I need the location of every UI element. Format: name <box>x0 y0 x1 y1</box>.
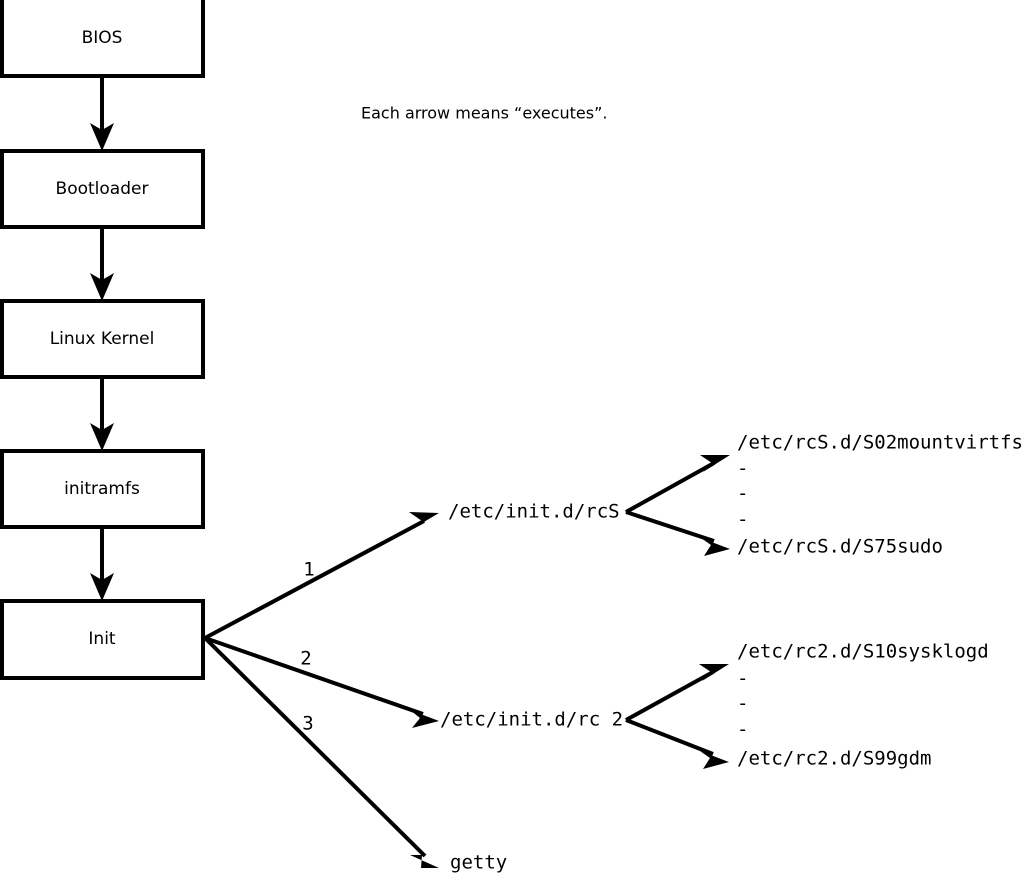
arrow-rc2-to-last-script <box>625 718 729 769</box>
stage-box-bootloader-rect <box>0 149 205 229</box>
branch-number-1: 1 <box>303 559 314 581</box>
rc2-ellipsis-dash-1: - <box>737 668 748 690</box>
stage-box-bios[interactable]: BIOS <box>0 0 205 78</box>
stage-box-bios-rect <box>0 0 205 78</box>
rcs-script-last[interactable]: /etc/rcS.d/S75sudo <box>737 536 943 558</box>
arrow-rcs-to-first-script <box>625 455 730 514</box>
rcs-ellipsis-dash-2: - <box>737 483 748 505</box>
stage-box-init[interactable]: Init <box>0 599 205 680</box>
arrow-init-to-getty <box>203 636 439 868</box>
rcs-ellipsis-dash-1: - <box>737 458 748 480</box>
rc2-ellipsis-dash-3: - <box>737 719 748 741</box>
arrow-init-to-rcs <box>204 512 439 640</box>
stage-box-bios-label: BIOS <box>82 28 123 48</box>
arrow-kernel-to-initramfs <box>90 377 114 451</box>
stage-box-bootloader[interactable]: Bootloader <box>0 149 205 229</box>
arrow-bootloader-to-kernel <box>90 227 114 301</box>
legend-note: Each arrow means “executes”. <box>361 104 607 123</box>
branch-target-rc2[interactable]: /etc/init.d/rc 2 <box>440 709 623 731</box>
branch-number-2: 2 <box>300 648 311 670</box>
arrow-rc2-to-first-script <box>625 664 729 722</box>
stage-box-initramfs-rect <box>0 449 205 529</box>
branch-target-getty[interactable]: getty <box>450 852 507 874</box>
stage-box-initramfs-label: initramfs <box>64 479 140 499</box>
arrow-bios-to-bootloader <box>90 76 114 151</box>
branch-number-3: 3 <box>302 713 313 735</box>
rc2-script-last[interactable]: /etc/rc2.d/S99gdm <box>737 748 931 770</box>
rcs-script-first[interactable]: /etc/rcS.d/S02mountvirtfs <box>737 432 1023 454</box>
rcs-ellipsis-dash-3: - <box>737 509 748 531</box>
stage-box-init-label: Init <box>88 629 116 649</box>
arrow-rcs-to-last-script <box>625 510 730 556</box>
stage-box-kernel-label: Linux Kernel <box>50 329 155 349</box>
arrow-initramfs-to-init <box>90 527 114 601</box>
stage-box-initramfs[interactable]: initramfs <box>0 449 205 529</box>
branch-target-rcs[interactable]: /etc/init.d/rcS <box>448 501 620 523</box>
stage-box-kernel[interactable]: Linux Kernel <box>0 299 205 379</box>
rc2-script-first[interactable]: /etc/rc2.d/S10sysklogd <box>737 641 989 663</box>
rc2-ellipsis-dash-2: - <box>737 693 748 715</box>
stage-box-init-rect <box>0 599 205 680</box>
stage-box-bootloader-label: Bootloader <box>56 179 149 199</box>
arrow-init-to-rc2 <box>204 636 439 728</box>
